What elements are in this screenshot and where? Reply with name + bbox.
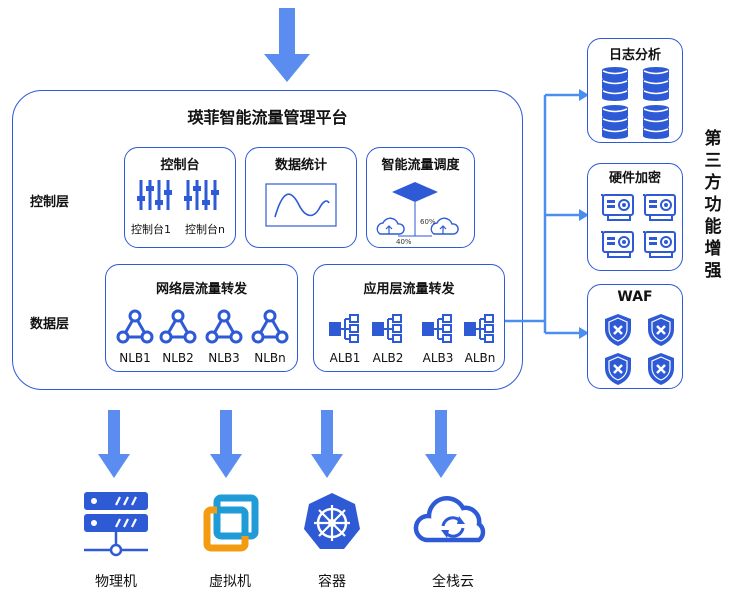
target-label-physical: 物理机 bbox=[95, 574, 137, 590]
hardware-encryption-title: 硬件加密 bbox=[608, 171, 661, 186]
alb-node-icon bbox=[464, 314, 494, 343]
slider-control-icon bbox=[184, 180, 219, 210]
encryption-card-icon bbox=[601, 194, 634, 221]
nlb-node-icon bbox=[116, 309, 154, 344]
nlb-node-icon bbox=[205, 309, 243, 344]
nlb-label: NLB2 bbox=[162, 351, 194, 365]
scheduler-percent-bottom: 40% bbox=[396, 238, 412, 246]
waf-title: WAF bbox=[617, 289, 653, 305]
slider-control-icon bbox=[137, 180, 172, 210]
data-layer-label: 数据层 bbox=[30, 317, 70, 332]
platform-title: 瑛菲智能流量管理平台 bbox=[187, 108, 348, 127]
alb-node-icon bbox=[422, 314, 452, 343]
control-layer-label: 控制层 bbox=[30, 195, 70, 210]
database-icon bbox=[602, 105, 628, 139]
incoming-traffic-arrow bbox=[264, 8, 310, 82]
alb-label: ALB1 bbox=[329, 351, 361, 365]
shield-icon bbox=[648, 353, 674, 385]
traffic-scheduling-icon bbox=[376, 182, 459, 237]
full-stack-cloud-icon bbox=[413, 496, 486, 543]
target-label-cloud: 全栈云 bbox=[432, 574, 474, 590]
down-arrow-icon bbox=[311, 410, 343, 478]
alb-label: ALB3 bbox=[422, 351, 454, 365]
scheduler-percent-top: 60% bbox=[420, 218, 436, 226]
nlb-label: NLB3 bbox=[208, 351, 240, 365]
encryption-card-icon bbox=[643, 194, 676, 221]
third-party-enhancement-label: 第三方功能增强 bbox=[704, 129, 722, 281]
shield-icon bbox=[605, 353, 631, 385]
encryption-card-icon bbox=[601, 231, 634, 258]
alb-label: ALB2 bbox=[372, 351, 404, 365]
alb-label: ALBn bbox=[464, 351, 496, 365]
line-chart-icon bbox=[265, 183, 337, 227]
nlb-label: NLB1 bbox=[119, 351, 151, 365]
nlb-title: 网络层流量转发 bbox=[155, 282, 247, 297]
encryption-card-icon bbox=[643, 231, 676, 258]
third-party-connectors bbox=[505, 89, 589, 339]
nlb-node-icon bbox=[251, 309, 289, 344]
physical-server-icon bbox=[84, 492, 148, 557]
nlb-node-icon bbox=[159, 309, 197, 344]
database-icon bbox=[602, 67, 628, 101]
target-label-container: 容器 bbox=[318, 574, 346, 590]
console-title: 控制台 bbox=[160, 158, 200, 173]
stats-title: 数据统计 bbox=[274, 158, 327, 173]
console-item-label: 控制台1 bbox=[131, 223, 171, 236]
down-arrow-icon bbox=[98, 410, 130, 478]
alb-node-icon bbox=[329, 314, 359, 343]
down-arrow-icon bbox=[210, 410, 242, 478]
down-arrow-icon bbox=[425, 410, 457, 478]
alb-node-icon bbox=[372, 314, 402, 343]
database-icon bbox=[643, 67, 669, 101]
shield-icon bbox=[605, 314, 631, 346]
kubernetes-container-icon bbox=[304, 493, 360, 549]
shield-icon bbox=[648, 314, 674, 346]
log-analysis-title: 日志分析 bbox=[608, 48, 661, 63]
database-icon bbox=[643, 105, 669, 139]
nlb-label: NLBn bbox=[254, 351, 286, 365]
console-item-label: 控制台n bbox=[185, 223, 225, 236]
scheduler-title: 智能流量调度 bbox=[381, 158, 460, 173]
virtual-machine-icon bbox=[203, 494, 259, 552]
target-label-vm: 虚拟机 bbox=[209, 574, 251, 590]
stats-panel bbox=[245, 147, 357, 248]
alb-title: 应用层流量转发 bbox=[363, 282, 455, 297]
